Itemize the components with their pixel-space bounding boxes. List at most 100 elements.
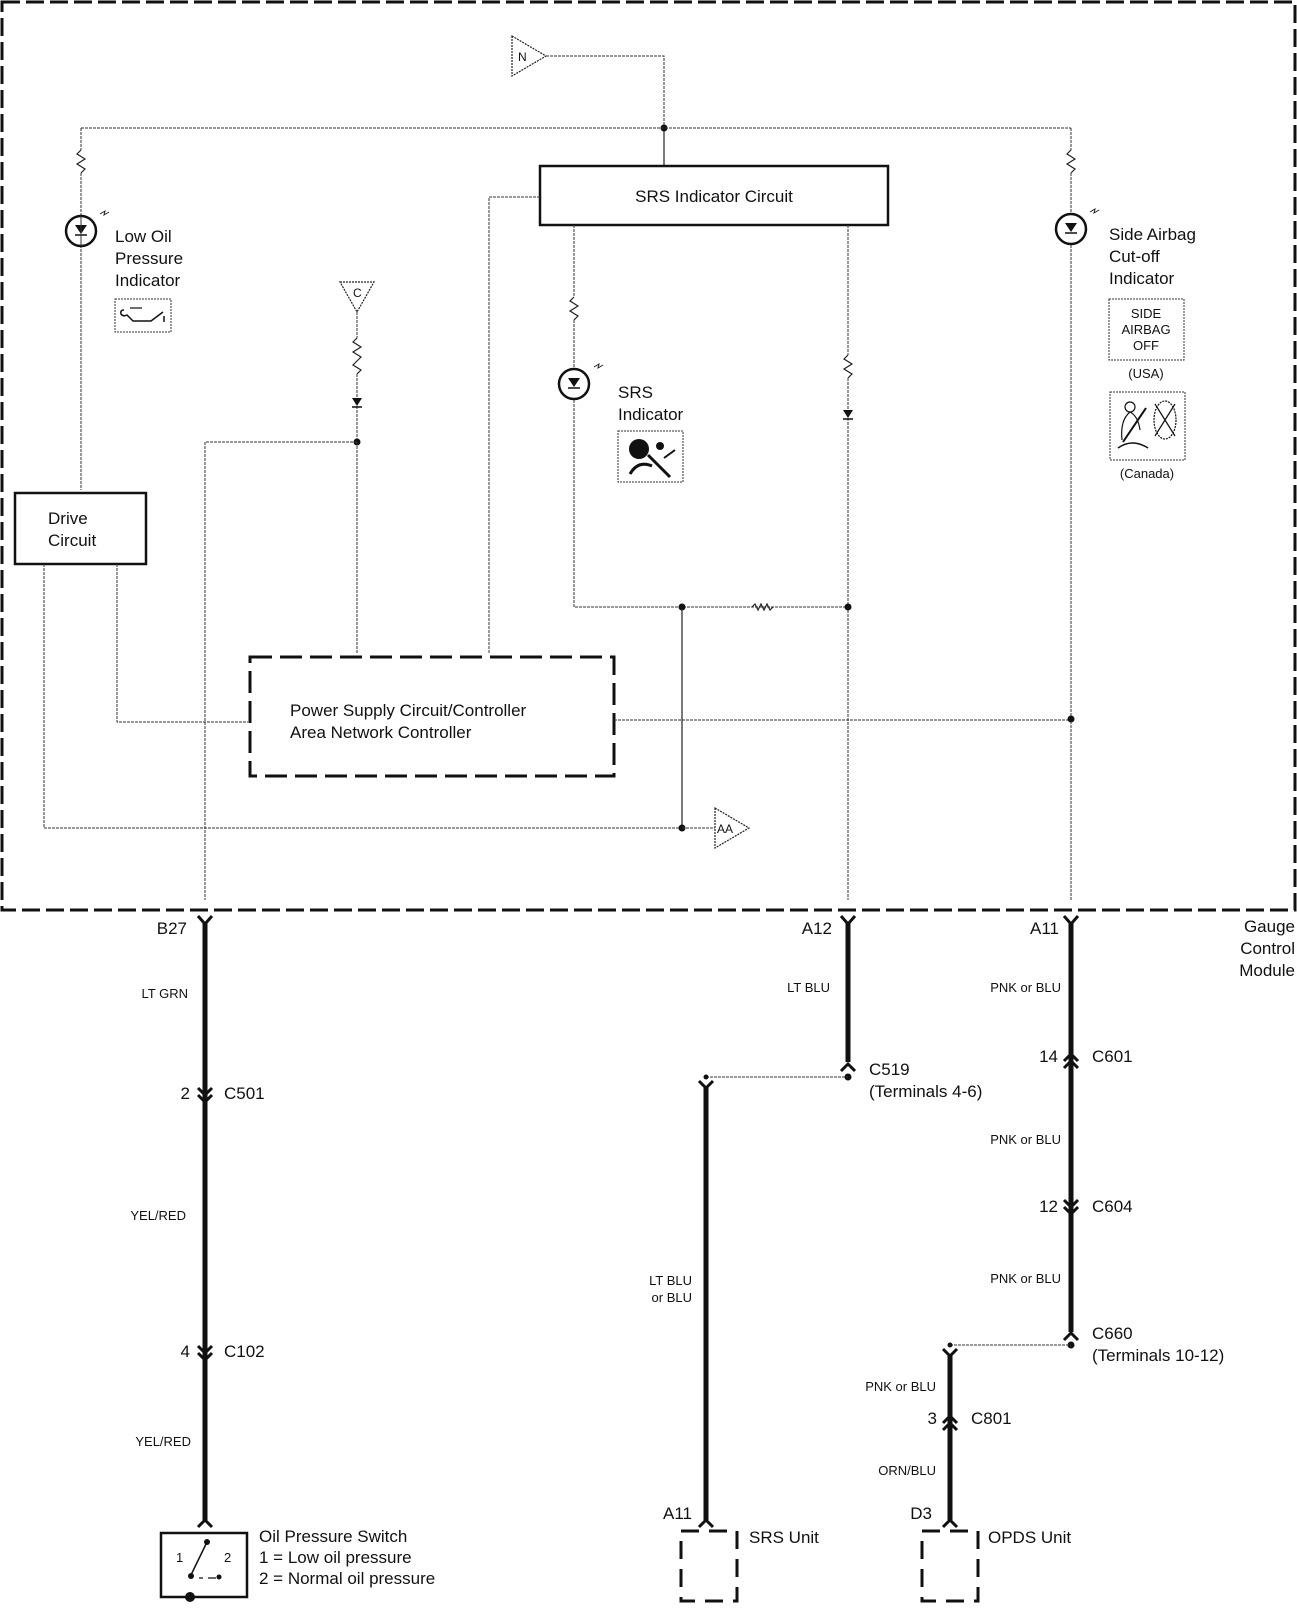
resistor-srs <box>568 296 580 321</box>
c501-label: C501 <box>224 1084 265 1103</box>
junction-dot <box>703 1074 709 1080</box>
wire-n-feed <box>546 55 665 128</box>
connector-c501-icon <box>196 1086 214 1105</box>
c102-pin: 4 <box>181 1342 190 1361</box>
junction-dot <box>1067 715 1075 723</box>
wire-color-oil-2: YEL/RED <box>130 1208 186 1223</box>
oil-switch-name: Oil Pressure Switch <box>259 1527 407 1546</box>
side-airbag-label-line-3: Indicator <box>1109 269 1175 288</box>
wire-to-b27 <box>204 441 357 900</box>
usa-caption: (USA) <box>1128 366 1163 381</box>
canada-caption: (Canada) <box>1120 466 1174 481</box>
side-airbag-off-icon <box>1109 391 1186 461</box>
oil-pressure-switch: 1 2 <box>159 1531 249 1602</box>
wire-color-opds-2: PNK or BLU <box>990 1132 1061 1147</box>
reference-aa-label: AA <box>717 822 733 836</box>
light-rays-icon <box>593 362 604 370</box>
connector-c601-icon <box>1062 1051 1080 1070</box>
wire-color-opds-1: PNK or BLU <box>990 980 1061 995</box>
wire-color-oil-1: LT GRN <box>142 986 188 1001</box>
power-supply-block <box>248 655 616 778</box>
c801-label: C801 <box>971 1409 1012 1428</box>
diode-c-icon <box>352 398 362 406</box>
wire-color-opds-3: PNK or BLU <box>990 1271 1061 1286</box>
power-supply-label-line-2: Area Network Controller <box>290 723 472 742</box>
c519-label: C519 <box>869 1060 910 1079</box>
airbag-icon <box>617 430 684 483</box>
switch-pos-2: 2 <box>224 1550 231 1565</box>
wire-drive-to-psc <box>116 564 248 723</box>
srs-label-line-2: Indicator <box>618 405 684 424</box>
resistor-c <box>351 337 363 375</box>
c801-pin: 3 <box>928 1409 937 1428</box>
side-airbag-bulb <box>1054 207 1100 246</box>
terminal-b27: B27 <box>157 919 187 938</box>
junction-dot <box>844 603 852 611</box>
usa-icon-text-2: AIRBAG <box>1121 322 1170 337</box>
drive-circuit-label-line-1: Drive <box>48 509 88 528</box>
c102-label: C102 <box>224 1342 265 1361</box>
drive-circuit-block <box>13 491 148 566</box>
reference-n-triangle <box>511 34 548 78</box>
reference-n[interactable]: N <box>511 34 548 78</box>
srs-unit-terminal: A11 <box>663 1504 692 1523</box>
resistor-srs-right <box>842 354 854 379</box>
srs-indicator-circuit-label: SRS Indicator Circuit <box>635 187 793 206</box>
wire-color-srs-2: LT BLU <box>649 1273 692 1288</box>
ground-icon <box>185 1592 195 1602</box>
c601-pin: 14 <box>1039 1047 1058 1066</box>
light-rays-icon <box>1089 207 1100 215</box>
opds-unit-terminal: D3 <box>910 1504 932 1523</box>
gauge-control-module-label: Gauge Control Module <box>1239 917 1295 980</box>
side-airbag-off-usa-icon: SIDE AIRBAG OFF <box>1108 298 1185 361</box>
resistor-side-airbag <box>1065 149 1077 174</box>
connector-c660-icon <box>1062 1330 1080 1342</box>
terminal-a11: A11 <box>1030 919 1059 938</box>
connector-c102-icon <box>196 1344 214 1363</box>
connector-srs-unit <box>697 1517 715 1529</box>
connector-c519-icon <box>839 1061 857 1073</box>
terminal-a12: A12 <box>802 919 832 938</box>
opds-unit-label: OPDS Unit <box>988 1528 1071 1547</box>
usa-icon-text-3: OFF <box>1133 338 1159 353</box>
side-airbag-label-line-1: Side Airbag <box>1109 225 1196 244</box>
reference-c[interactable]: C <box>338 281 376 314</box>
resistor-srs-loop <box>751 602 774 612</box>
module-label-line-2: Control <box>1240 939 1295 958</box>
wire-color-opds-4: PNK or BLU <box>865 1379 936 1394</box>
c660-note: (Terminals 10-12) <box>1092 1346 1224 1365</box>
reference-n-label: N <box>518 50 527 64</box>
wire-color-srs-1: LT BLU <box>787 980 830 995</box>
srs-indicator-circuit-block <box>538 164 890 227</box>
opds-unit-block <box>920 1529 980 1603</box>
module-label-line-1: Gauge <box>1244 917 1295 936</box>
usa-icon-text-1: SIDE <box>1131 306 1162 321</box>
drive-circuit-label-line-2: Circuit <box>48 531 96 550</box>
oil-switch-legend-1: 1 = Low oil pressure <box>259 1548 412 1567</box>
gauge-control-module-border <box>0 0 1297 912</box>
srs-unit-label: SRS Unit <box>749 1528 819 1547</box>
connector-c604-icon <box>1062 1198 1080 1217</box>
reference-aa[interactable]: AA <box>714 806 751 850</box>
oil-switch-legend-2: 2 = Normal oil pressure <box>259 1569 435 1588</box>
c519-note: (Terminals 4-6) <box>869 1082 982 1101</box>
side-airbag-label-line-2: Cut-off <box>1109 247 1160 266</box>
c601-label: C601 <box>1092 1047 1133 1066</box>
srs-unit-block <box>679 1529 739 1603</box>
wire-srs-circuit-to-psc <box>488 196 540 654</box>
wire-color-oil-3: YEL/RED <box>135 1434 191 1449</box>
module-label-line-3: Module <box>1239 961 1295 980</box>
low-oil-label-line-3: Indicator <box>115 271 181 290</box>
srs-label-line-1: SRS <box>618 383 653 402</box>
low-oil-label-line-2: Pressure <box>115 249 183 268</box>
low-oil-bulb <box>64 209 110 248</box>
reference-c-triangle <box>338 281 376 314</box>
c604-label: C604 <box>1092 1197 1133 1216</box>
switch-pos-1: 1 <box>176 1550 183 1565</box>
connector-c801-icon <box>941 1413 959 1432</box>
connector-switch <box>196 1517 214 1529</box>
low-oil-label: Low Oil Pressure Indicator <box>115 227 183 290</box>
srs-bulb <box>557 362 604 401</box>
low-oil-label-line-1: Low Oil <box>115 227 172 246</box>
